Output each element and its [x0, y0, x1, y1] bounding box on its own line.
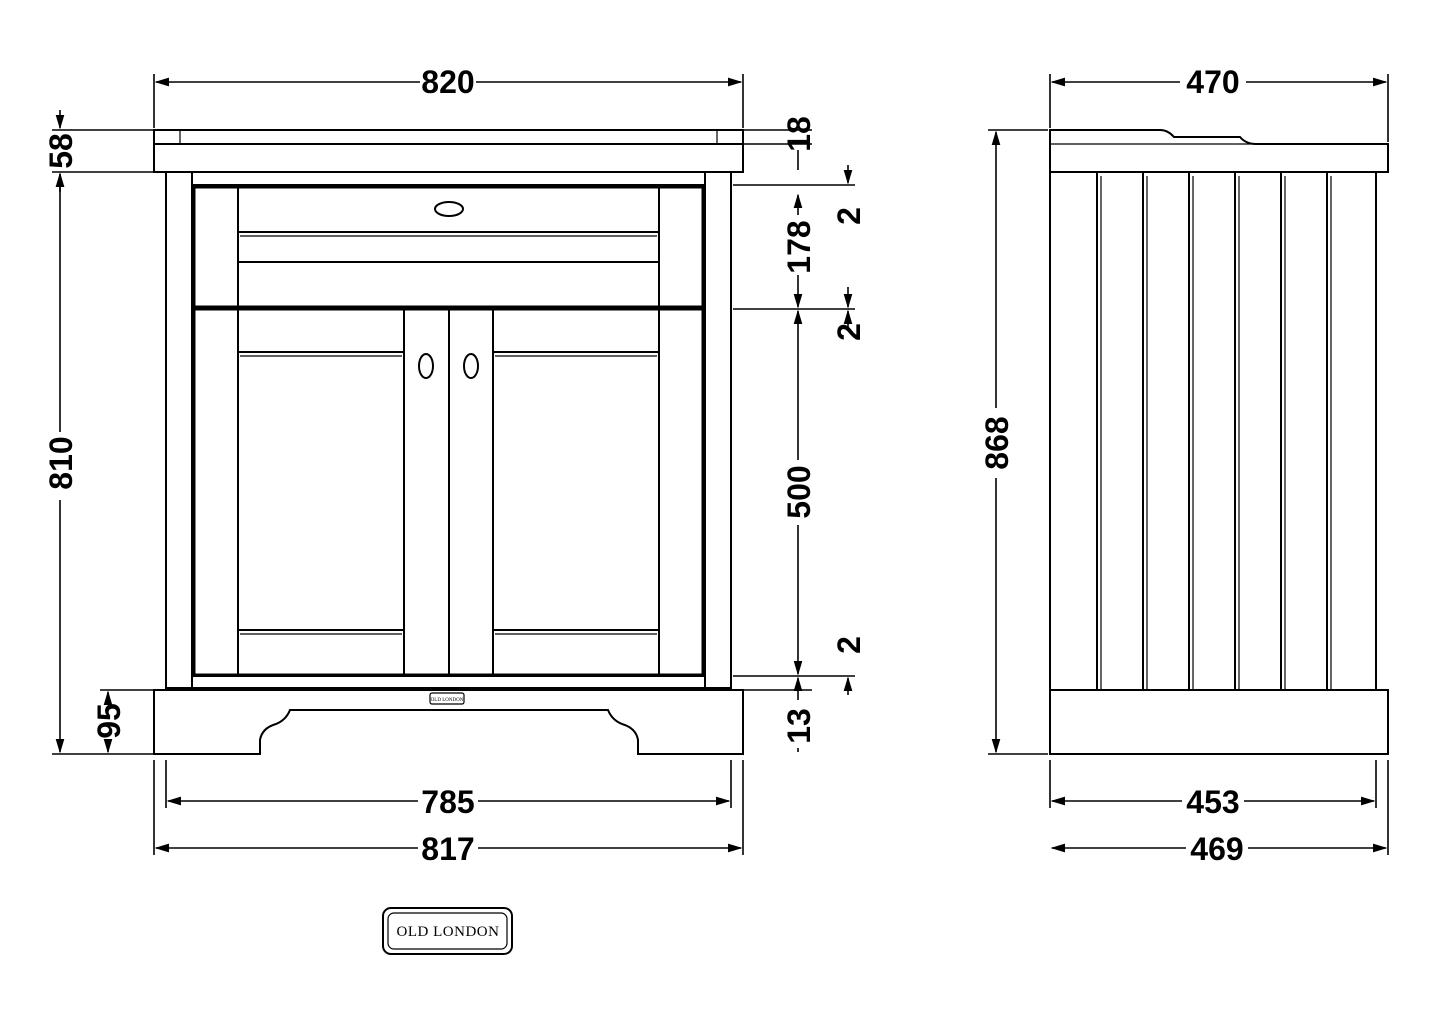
- side-view: 470 868 453 469: [979, 64, 1389, 867]
- dim-overall-width-bottom: 817: [153, 760, 744, 867]
- worktop: [153, 129, 744, 173]
- dim-178-label: 178: [781, 220, 817, 273]
- dim-95-label: 95: [91, 703, 127, 739]
- right-door-handle: [463, 353, 479, 379]
- side-panels: [1096, 171, 1332, 691]
- dim-785-label: 785: [421, 784, 474, 820]
- dim-470-label: 470: [1186, 64, 1239, 100]
- dim-inner-depth: 453: [1049, 760, 1377, 820]
- doors: [192, 307, 705, 677]
- drawer-handle: [434, 201, 464, 217]
- dim-868-label: 868: [979, 416, 1015, 469]
- dim-500-label: 500: [781, 465, 817, 518]
- old-london-logo: OLD LONDON: [382, 907, 513, 955]
- dim-2-top-label: 2: [831, 207, 867, 225]
- dim-overall-width-top: 820: [153, 64, 744, 128]
- dim-817-label: 817: [421, 831, 474, 867]
- dim-right-chain: 18 2 178 2 500 2 13: [733, 116, 867, 752]
- left-door-handle: [418, 353, 434, 379]
- dim-plinth-height: 95: [91, 689, 154, 754]
- dim-body-height: 810: [43, 172, 154, 755]
- dim-469-label: 469: [1190, 831, 1243, 867]
- dim-depth-top: 470: [1049, 64, 1389, 142]
- cabinet-frame: [165, 171, 732, 689]
- dim-58-label: 58: [43, 133, 79, 169]
- dim-18-label: 18: [781, 116, 817, 152]
- dim-810-label: 810: [43, 436, 79, 489]
- plinth-badge: OLD LONDON: [431, 698, 464, 703]
- front-view: OLD LONDON 820 58 810: [43, 64, 867, 867]
- dim-overall-height: 868: [979, 129, 1048, 755]
- drawer: [192, 185, 705, 309]
- dim-2-bottom-label: 2: [831, 636, 867, 654]
- dim-inner-width: 785: [165, 760, 732, 820]
- logo-text: OLD LONDON: [397, 924, 500, 940]
- dim-2-mid-label: 2: [831, 323, 867, 341]
- dim-worktop-height: 58: [43, 110, 154, 192]
- dim-depth-bottom: 469: [1050, 760, 1389, 867]
- dim-13-label: 13: [781, 708, 817, 744]
- dim-820-label: 820: [421, 64, 474, 100]
- plinth: OLD LONDON: [153, 689, 744, 755]
- dim-453-label: 453: [1186, 784, 1239, 820]
